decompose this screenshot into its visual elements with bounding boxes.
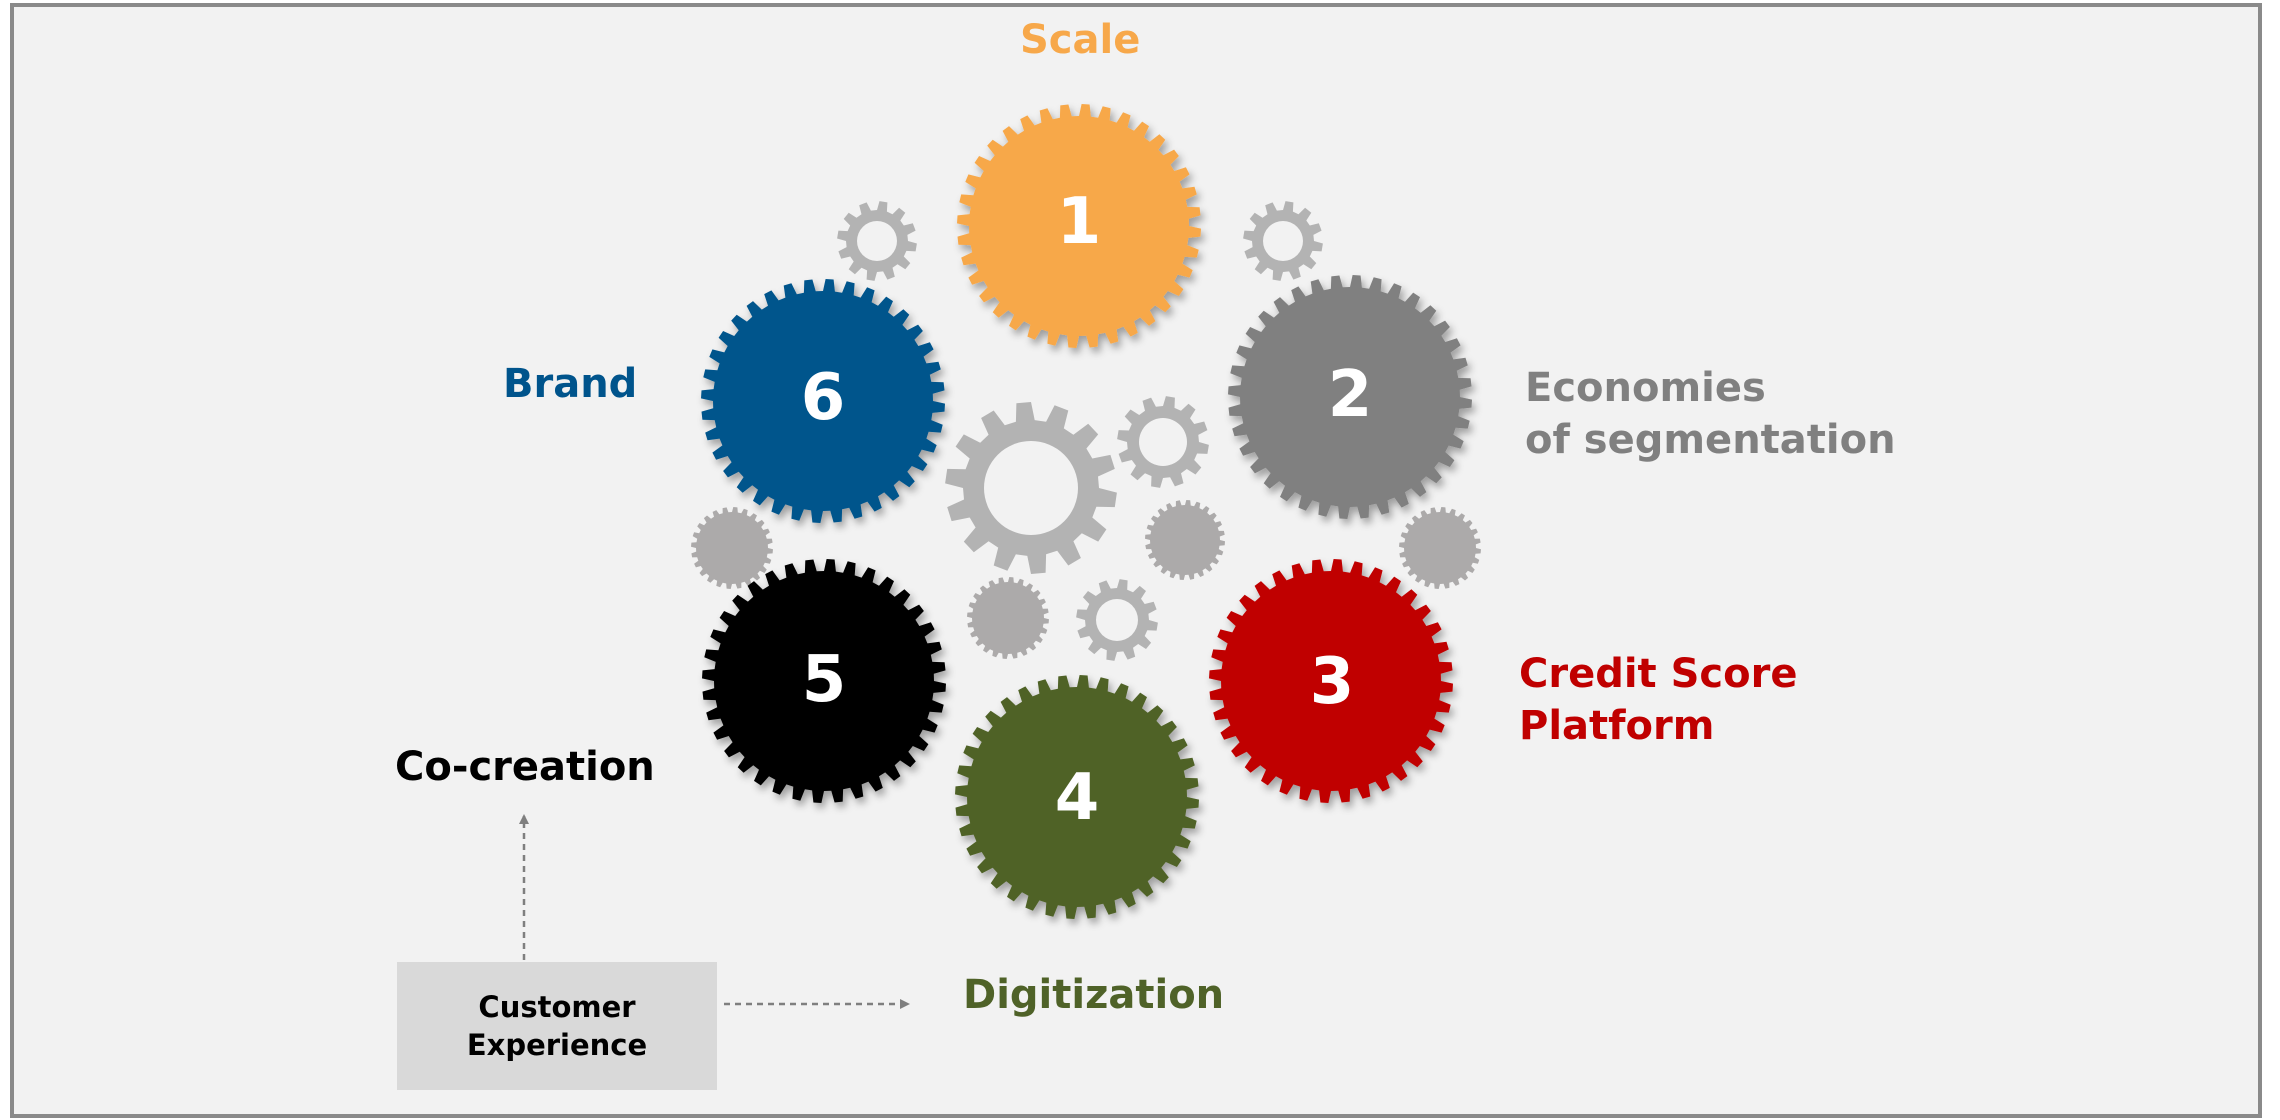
customer-experience-line1: Customer xyxy=(478,990,636,1024)
gear-5-number: 5 xyxy=(801,643,847,717)
label-digitization: Digitization xyxy=(963,972,1225,1018)
small-gear-top-right-icon xyxy=(1243,201,1323,281)
small-gear-top-left-icon xyxy=(837,201,917,281)
solid-gear-right-icon xyxy=(1399,507,1481,589)
label-scale: Scale xyxy=(1020,17,1141,63)
solid-gear-center-right-icon xyxy=(1145,500,1225,580)
gear-4-number: 4 xyxy=(1054,761,1100,835)
gear-2-number: 2 xyxy=(1327,358,1373,432)
solid-gear-left-icon xyxy=(691,507,773,589)
small-gear-bottom-center-icon xyxy=(1076,579,1158,661)
label-credit-line2: Platform xyxy=(1519,703,1715,749)
label-economies-line2: of segmentation xyxy=(1525,417,1896,463)
label-credit-line1: Credit Score xyxy=(1519,651,1798,697)
gear-6-number: 6 xyxy=(800,361,846,435)
gear-6-icon xyxy=(701,279,945,523)
gear-2-icon xyxy=(1228,275,1472,519)
customer-experience-box: Customer Experience xyxy=(397,962,717,1090)
gear-1-number: 1 xyxy=(1056,185,1102,259)
solid-gear-bottom-left-icon xyxy=(967,577,1049,659)
gear-5-icon xyxy=(702,559,946,803)
center-large-gear-icon xyxy=(945,402,1117,574)
gear-1-icon xyxy=(957,104,1201,348)
gear-3-icon xyxy=(1209,559,1453,803)
small-gear-center-right-icon xyxy=(1117,396,1209,488)
customer-experience-line2: Experience xyxy=(466,1028,648,1062)
label-economies-line1: Economies xyxy=(1525,365,1766,411)
label-cocreation: Co-creation xyxy=(395,744,655,790)
gear-3-number: 3 xyxy=(1309,645,1355,719)
gear-4-icon xyxy=(955,675,1199,919)
label-brand: Brand xyxy=(503,361,638,407)
